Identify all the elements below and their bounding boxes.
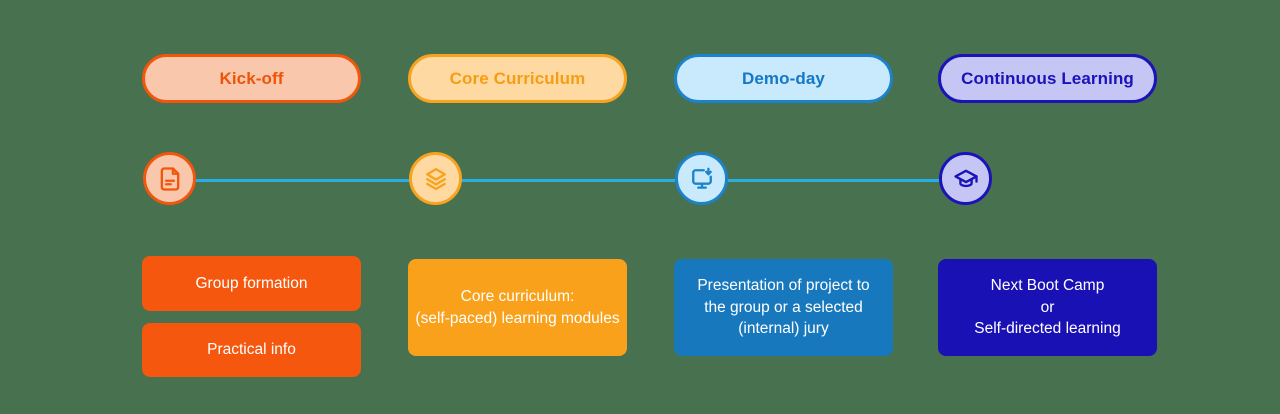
stage-detail-box: Next Boot Camp or Self-directed learning: [938, 259, 1157, 356]
stage-detail-box: Group formation: [142, 256, 361, 311]
stage-detail-boxes: Presentation of project to the group or …: [674, 259, 893, 356]
stage-column: Core Curriculum Core curriculum: (self-p…: [408, 0, 627, 414]
stage-pill-label: Core Curriculum: [449, 68, 586, 88]
stage-pill-label: Continuous Learning: [961, 68, 1134, 88]
stage-detail-box: Presentation of project to the group or …: [674, 259, 893, 356]
stage-pill-label: Demo-day: [742, 68, 825, 88]
stage-icon-circle: [675, 152, 728, 205]
graduation-cap-icon: [953, 169, 978, 187]
monitor-download-icon: [691, 167, 712, 189]
stage-column: Continuous Learning Next Boot Camp or Se…: [938, 0, 1157, 414]
layers-icon: [425, 167, 446, 190]
stage-icon-circle: [409, 152, 462, 205]
document-icon: [160, 166, 179, 191]
stage-pill: Demo-day: [674, 54, 893, 103]
stage-detail-text: Core curriculum: (self-paced) learning m…: [415, 287, 620, 327]
stage-column: Demo-day Presentation of project to the …: [674, 0, 893, 414]
stage-pill-label: Kick-off: [219, 68, 284, 88]
timeline-connector-line: [169, 179, 964, 182]
stage-pill: Core Curriculum: [408, 54, 627, 103]
stage-detail-text: Practical info: [207, 341, 296, 359]
stage-detail-box: Practical info: [142, 323, 361, 377]
stage-icon-circle: [143, 152, 196, 205]
stage-detail-text: Presentation of project to the group or …: [697, 276, 870, 338]
stage-detail-text: Next Boot Camp or Self-directed learning: [974, 276, 1121, 338]
stage-detail-boxes: Next Boot Camp or Self-directed learning: [938, 259, 1157, 356]
stage-detail-boxes: Core curriculum: (self-paced) learning m…: [408, 259, 627, 356]
stage-pill: Continuous Learning: [938, 54, 1157, 103]
stage-pill: Kick-off: [142, 54, 361, 103]
stage-icon-circle: [939, 152, 992, 205]
stage-detail-text: Group formation: [195, 274, 308, 292]
stage-detail-box: Core curriculum: (self-paced) learning m…: [408, 259, 627, 356]
